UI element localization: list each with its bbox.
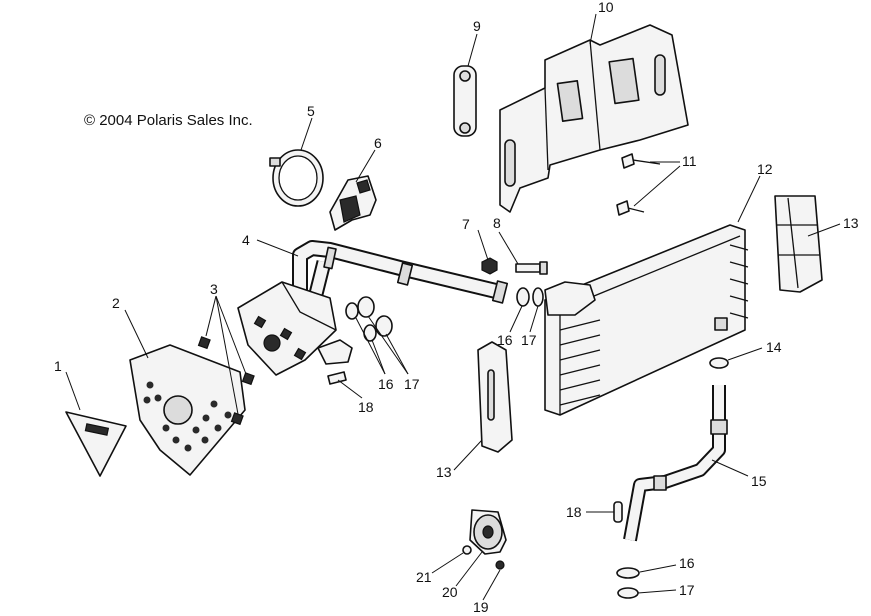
callout-6: 6 (374, 135, 382, 151)
callout-12: 12 (757, 161, 773, 177)
bolt-part-8 (515, 261, 548, 275)
shroud-part-13-right (774, 195, 823, 293)
strap-part-9 (453, 65, 477, 137)
callout-17-left: 17 (404, 376, 420, 392)
callout-8: 8 (493, 215, 501, 231)
oil-cooler-part-12 (544, 224, 749, 416)
hose-part-15 (623, 385, 728, 542)
callout-2: 2 (112, 295, 120, 311)
nut-part-21 (462, 545, 472, 555)
callout-16-left: 16 (378, 376, 394, 392)
callout-14: 14 (766, 339, 782, 355)
fitting-part-18-lower (613, 501, 623, 523)
callout-7: 7 (462, 216, 470, 232)
o-rings-upper (345, 287, 544, 342)
washer-part-14 (709, 357, 729, 369)
nuts-part-3 (197, 336, 255, 426)
grill-cover-part-2 (129, 344, 246, 476)
fitting-part-18-upper (327, 371, 347, 385)
callout-13-right: 13 (843, 215, 859, 231)
callout-15: 15 (751, 473, 767, 489)
o-rings-lower (616, 567, 640, 599)
nut-part-19 (495, 560, 505, 570)
callout-18-lower: 18 (566, 504, 582, 520)
coolant-pipe-part-4 (237, 240, 509, 376)
screws-part-11 (616, 153, 661, 216)
callout-5: 5 (307, 103, 315, 119)
callout-20: 20 (442, 584, 458, 600)
clamp-part-5 (269, 149, 324, 207)
callout-4: 4 (242, 232, 250, 248)
callout-1: 1 (54, 358, 62, 374)
horn-part-20 (469, 509, 507, 555)
callout-17-lower: 17 (679, 582, 695, 598)
copyright-notice: © 2004 Polaris Sales Inc. (84, 112, 253, 129)
callout-21: 21 (416, 569, 432, 585)
callout-17-mid: 17 (521, 332, 537, 348)
leader-lines (65, 13, 841, 601)
callout-3: 3 (210, 281, 218, 297)
callout-16-lower: 16 (679, 555, 695, 571)
callout-19: 19 (473, 599, 489, 615)
callout-18-upper: 18 (358, 399, 374, 415)
callout-10: 10 (598, 0, 614, 15)
heat-shield-part-10 (499, 24, 689, 213)
callout-16-mid: 16 (497, 332, 513, 348)
bracket-part-6 (329, 175, 377, 231)
callout-9: 9 (473, 18, 481, 34)
shroud-part-13-left (477, 341, 513, 453)
callout-13-left: 13 (436, 464, 452, 480)
callout-11: 11 (682, 153, 697, 169)
decal-part-1 (65, 411, 127, 477)
nut-part-7 (481, 257, 498, 275)
